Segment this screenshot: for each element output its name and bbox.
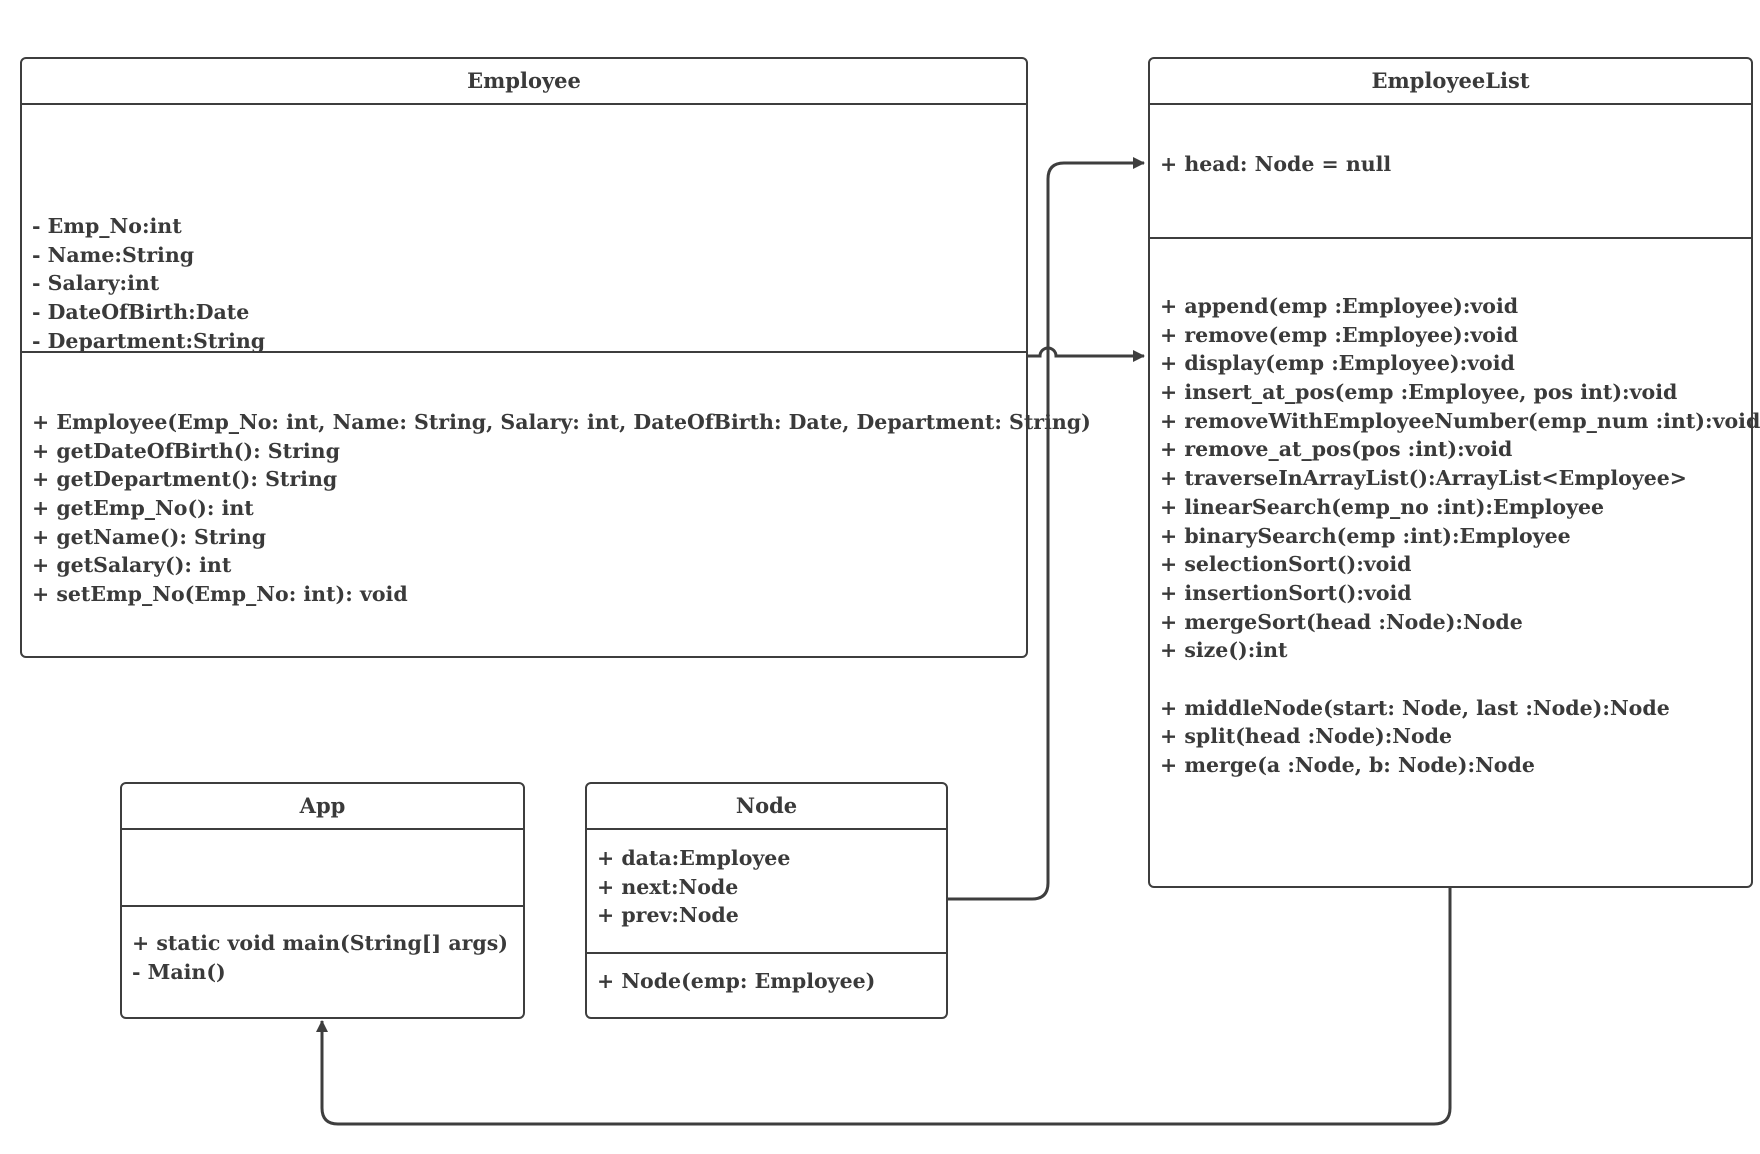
method: + getEmp_No(): int xyxy=(32,496,254,521)
method: + static void main(String[] args) xyxy=(132,931,508,955)
method: + display(emp :Employee):void xyxy=(1160,351,1515,376)
method: + getDateOfBirth(): String xyxy=(32,438,340,463)
class-node[interactable]: Node + data:Employee + next:Node + prev:No… xyxy=(585,782,948,1019)
connector-employee-to-employeelist xyxy=(1027,346,1145,362)
method-group-gap xyxy=(1160,665,1751,694)
connector-employeelist-to-app xyxy=(316,886,1452,1126)
method: + setEmp_No(Emp_No: int): void xyxy=(32,582,408,607)
method: - Main() xyxy=(132,959,226,984)
attribute: - Department:String xyxy=(32,328,266,353)
class-employee[interactable]: Employee - Emp_No:int - Name:String - Sala… xyxy=(20,57,1091,658)
attribute: + data:Employee xyxy=(597,846,791,870)
method: + split(head :Node):Node xyxy=(1160,724,1453,749)
method: + linearSearch(emp_no :int):Employee xyxy=(1160,494,1605,519)
methods-section: + Employee(Emp_No: int, Name: String, Sa… xyxy=(22,353,1091,653)
attribute: - DateOfBirth:Date xyxy=(32,300,250,325)
method: + binarySearch(emp :int):Employee xyxy=(1160,523,1571,548)
attributes-section xyxy=(22,105,1026,353)
method: + mergeSort(head :Node):Node xyxy=(1160,609,1523,634)
attributes-section xyxy=(1150,105,1751,239)
attribute: + head: Node = null xyxy=(1160,152,1392,176)
method: + size():int xyxy=(1160,638,1288,663)
method: + traverseInArrayList():ArrayList<Employ… xyxy=(1160,466,1687,491)
method: + getDepartment(): String xyxy=(32,467,338,492)
class-title: EmployeeList xyxy=(1150,59,1751,105)
attributes-section: + data:Employee + next:Node + prev:Node xyxy=(587,830,946,954)
attributes-list: - Emp_No:int - Name:String - Salary:int - D… xyxy=(22,105,1026,353)
class-title: Employee xyxy=(22,59,1026,105)
method: + remove(emp :Employee):void xyxy=(1160,322,1519,347)
attribute: - Salary:int xyxy=(32,271,160,296)
methods-section: + static void main(String[] args) - Main(… xyxy=(122,907,523,1017)
method: + append(emp :Employee):void xyxy=(1160,294,1519,318)
class-title: App xyxy=(122,784,523,830)
connector-node-to-employeelist xyxy=(945,157,1145,901)
methods-section: + Node(emp: Employee) xyxy=(587,954,946,1016)
attributes-list: + head: Node = null xyxy=(1150,105,1751,239)
method: + insertionSort():void xyxy=(1160,580,1412,605)
method: + middleNode(start: Node, last :Node):No… xyxy=(1160,695,1670,720)
method: + removeWithEmployeeNumber(emp_num :int)… xyxy=(1160,408,1760,433)
method: + remove_at_pos(pos :int):void xyxy=(1160,437,1513,462)
method: + getName(): String xyxy=(32,524,267,549)
method: + Employee(Emp_No: int, Name: String, Sa… xyxy=(32,410,1091,434)
class-title: Node xyxy=(587,784,946,830)
method: + insert_at_pos(emp :Employee, pos int):… xyxy=(1160,380,1678,405)
attribute: - Name:String xyxy=(32,242,195,267)
attributes-section xyxy=(122,830,523,907)
method: + Node(emp: Employee) xyxy=(597,969,876,993)
attribute: + next:Node xyxy=(597,874,739,899)
class-employeelist[interactable]: EmployeeList + head: Node = null + appen… xyxy=(1148,57,1760,888)
attribute: - Emp_No:int xyxy=(32,214,182,238)
method: + selectionSort():void xyxy=(1160,552,1412,577)
method: + merge(a :Node, b: Node):Node xyxy=(1160,753,1535,777)
methods-section: + append(emp :Employee):void + remove(emp… xyxy=(1150,239,1760,879)
class-app[interactable]: App + static void main(String[] args) - M… xyxy=(120,782,525,1019)
method: + getSalary(): int xyxy=(32,553,232,578)
attribute: + prev:Node xyxy=(597,903,739,928)
